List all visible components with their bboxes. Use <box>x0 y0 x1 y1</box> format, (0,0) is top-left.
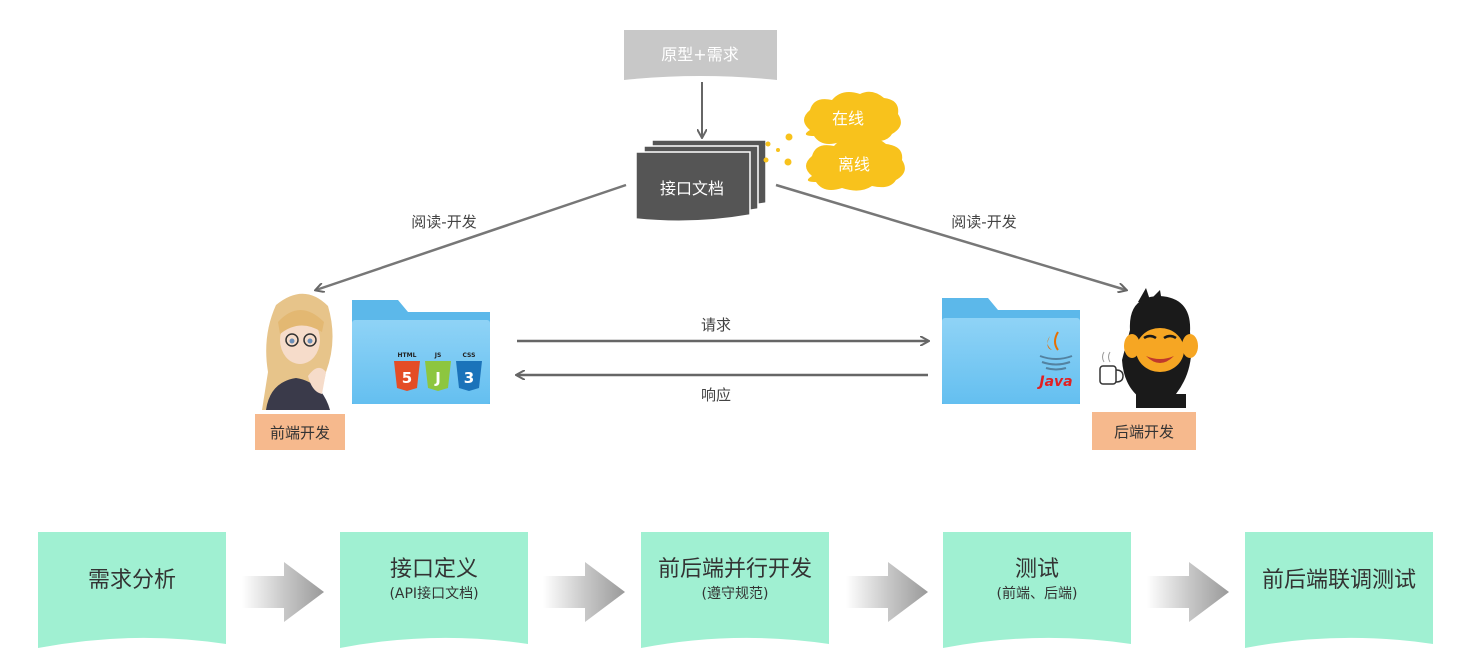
backend-folder-icon: Java <box>942 298 1080 404</box>
flow-arrow-icon <box>1147 562 1229 622</box>
flow-arrow-icon <box>846 562 928 622</box>
svg-text:CSS: CSS <box>463 352 476 359</box>
backend-label: 后端开发 <box>1114 423 1174 441</box>
process-flow: 需求分析 接口定义 (API接口文档) 前后端并行开发 (遵守规范) 测试 (前… <box>38 532 1433 648</box>
svg-text:5: 5 <box>402 369 412 387</box>
online-label: 在线 <box>832 109 864 128</box>
step-card: 前后端联调测试 <box>1245 532 1433 648</box>
thought-dots <box>763 133 793 166</box>
java-icon: Java <box>1036 331 1073 390</box>
svg-text:3: 3 <box>464 369 474 387</box>
flow-arrow-icon <box>242 562 324 622</box>
read-dev-left-label: 阅读-开发 <box>411 213 476 231</box>
step-title: 前后端联调测试 <box>1262 568 1416 593</box>
step-subtitle: (API接口文档) <box>389 585 478 602</box>
step-title: 测试 <box>1015 557 1059 582</box>
backend-developer-avatar <box>1099 288 1198 408</box>
step-title: 前后端并行开发 <box>658 557 812 582</box>
coffee-cup-icon <box>1099 351 1124 385</box>
response-label: 响应 <box>701 386 731 404</box>
prototype-requirements-box: 原型+需求 <box>624 30 777 80</box>
interface-doc-label: 接口文档 <box>660 179 724 198</box>
step-subtitle: (遵守规范) <box>702 585 769 602</box>
step-card: 接口定义 (API接口文档) <box>340 532 528 648</box>
prototype-label: 原型+需求 <box>661 45 738 64</box>
offline-label: 离线 <box>838 155 870 174</box>
svg-text:HTML: HTML <box>398 352 417 359</box>
step-title: 接口定义 <box>390 557 478 582</box>
request-label: 请求 <box>701 316 731 334</box>
offline-cloud: 离线 <box>806 137 905 191</box>
online-cloud: 在线 <box>804 91 901 145</box>
svg-text:J: J <box>434 369 441 387</box>
html5-icon: HTML 5 <box>394 352 420 391</box>
step-subtitle: (前端、后端) <box>997 585 1078 602</box>
frontend-tag: 前端开发 <box>255 414 345 450</box>
arrow-doc-to-backend <box>775 183 1126 290</box>
js-icon: JS J <box>425 352 451 391</box>
interface-doc-stack: 接口文档 <box>635 139 767 222</box>
step-title: 需求分析 <box>88 568 176 593</box>
css3-icon: CSS 3 <box>456 352 482 391</box>
flow-arrow-icon <box>543 562 625 622</box>
backend-tag: 后端开发 <box>1092 412 1196 450</box>
frontend-folder-icon: HTML 5 JS J CSS 3 <box>352 300 490 404</box>
frontend-label: 前端开发 <box>270 424 330 442</box>
step-card: 需求分析 <box>38 532 226 648</box>
arrow-doc-to-frontend <box>316 183 627 290</box>
java-label: Java <box>1036 374 1072 390</box>
frontend-developer-avatar <box>262 293 333 410</box>
step-card: 测试 (前端、后端) <box>943 532 1131 648</box>
step-card: 前后端并行开发 (遵守规范) <box>641 532 829 648</box>
read-dev-right-label: 阅读-开发 <box>951 213 1016 231</box>
svg-text:JS: JS <box>434 352 442 359</box>
